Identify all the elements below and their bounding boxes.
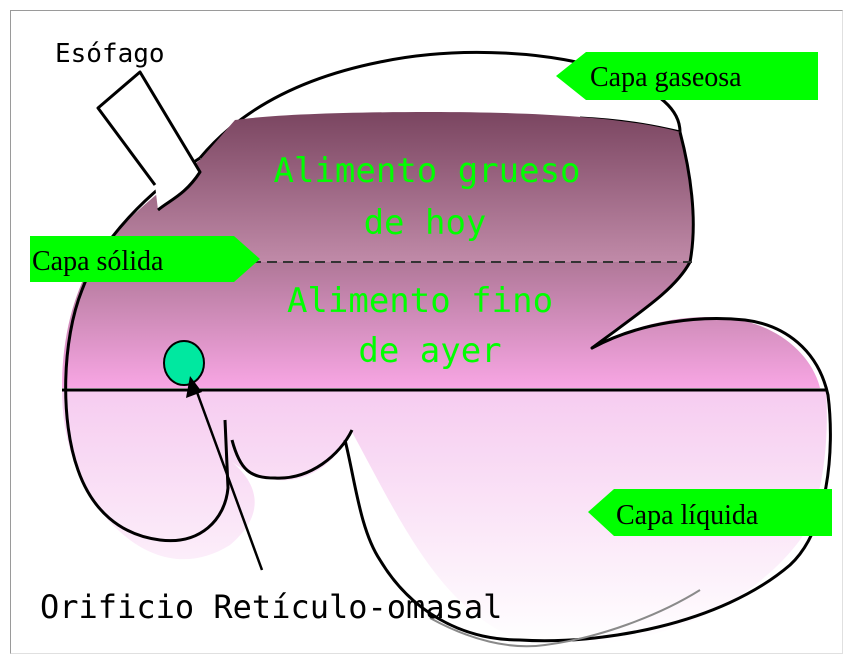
orifice-label: Orificio Retículo-omasal xyxy=(40,588,502,626)
coarse-food-label-line2: de hoy xyxy=(364,203,487,243)
coarse-food-label-line1: Alimento grueso xyxy=(273,151,580,191)
liquid-layer-tag: Capa líquida xyxy=(588,489,832,536)
esophagus-label: Esófago xyxy=(55,39,165,69)
liquid-layer-tag-text: Capa líquida xyxy=(616,500,759,531)
solid-layer-tag-text: Capa sólida xyxy=(32,246,164,277)
fine-food-label-line2: de ayer xyxy=(358,331,501,371)
fine-food-label-line1: Alimento fino xyxy=(287,281,553,321)
esophagus-tube xyxy=(98,72,200,210)
reticulo-omasal-orifice xyxy=(164,341,204,385)
gas-layer-tag: Capa gaseosa xyxy=(556,52,818,100)
solid-layer-tag: Capa sólida xyxy=(30,236,260,282)
gas-layer-tag-text: Capa gaseosa xyxy=(590,62,742,93)
